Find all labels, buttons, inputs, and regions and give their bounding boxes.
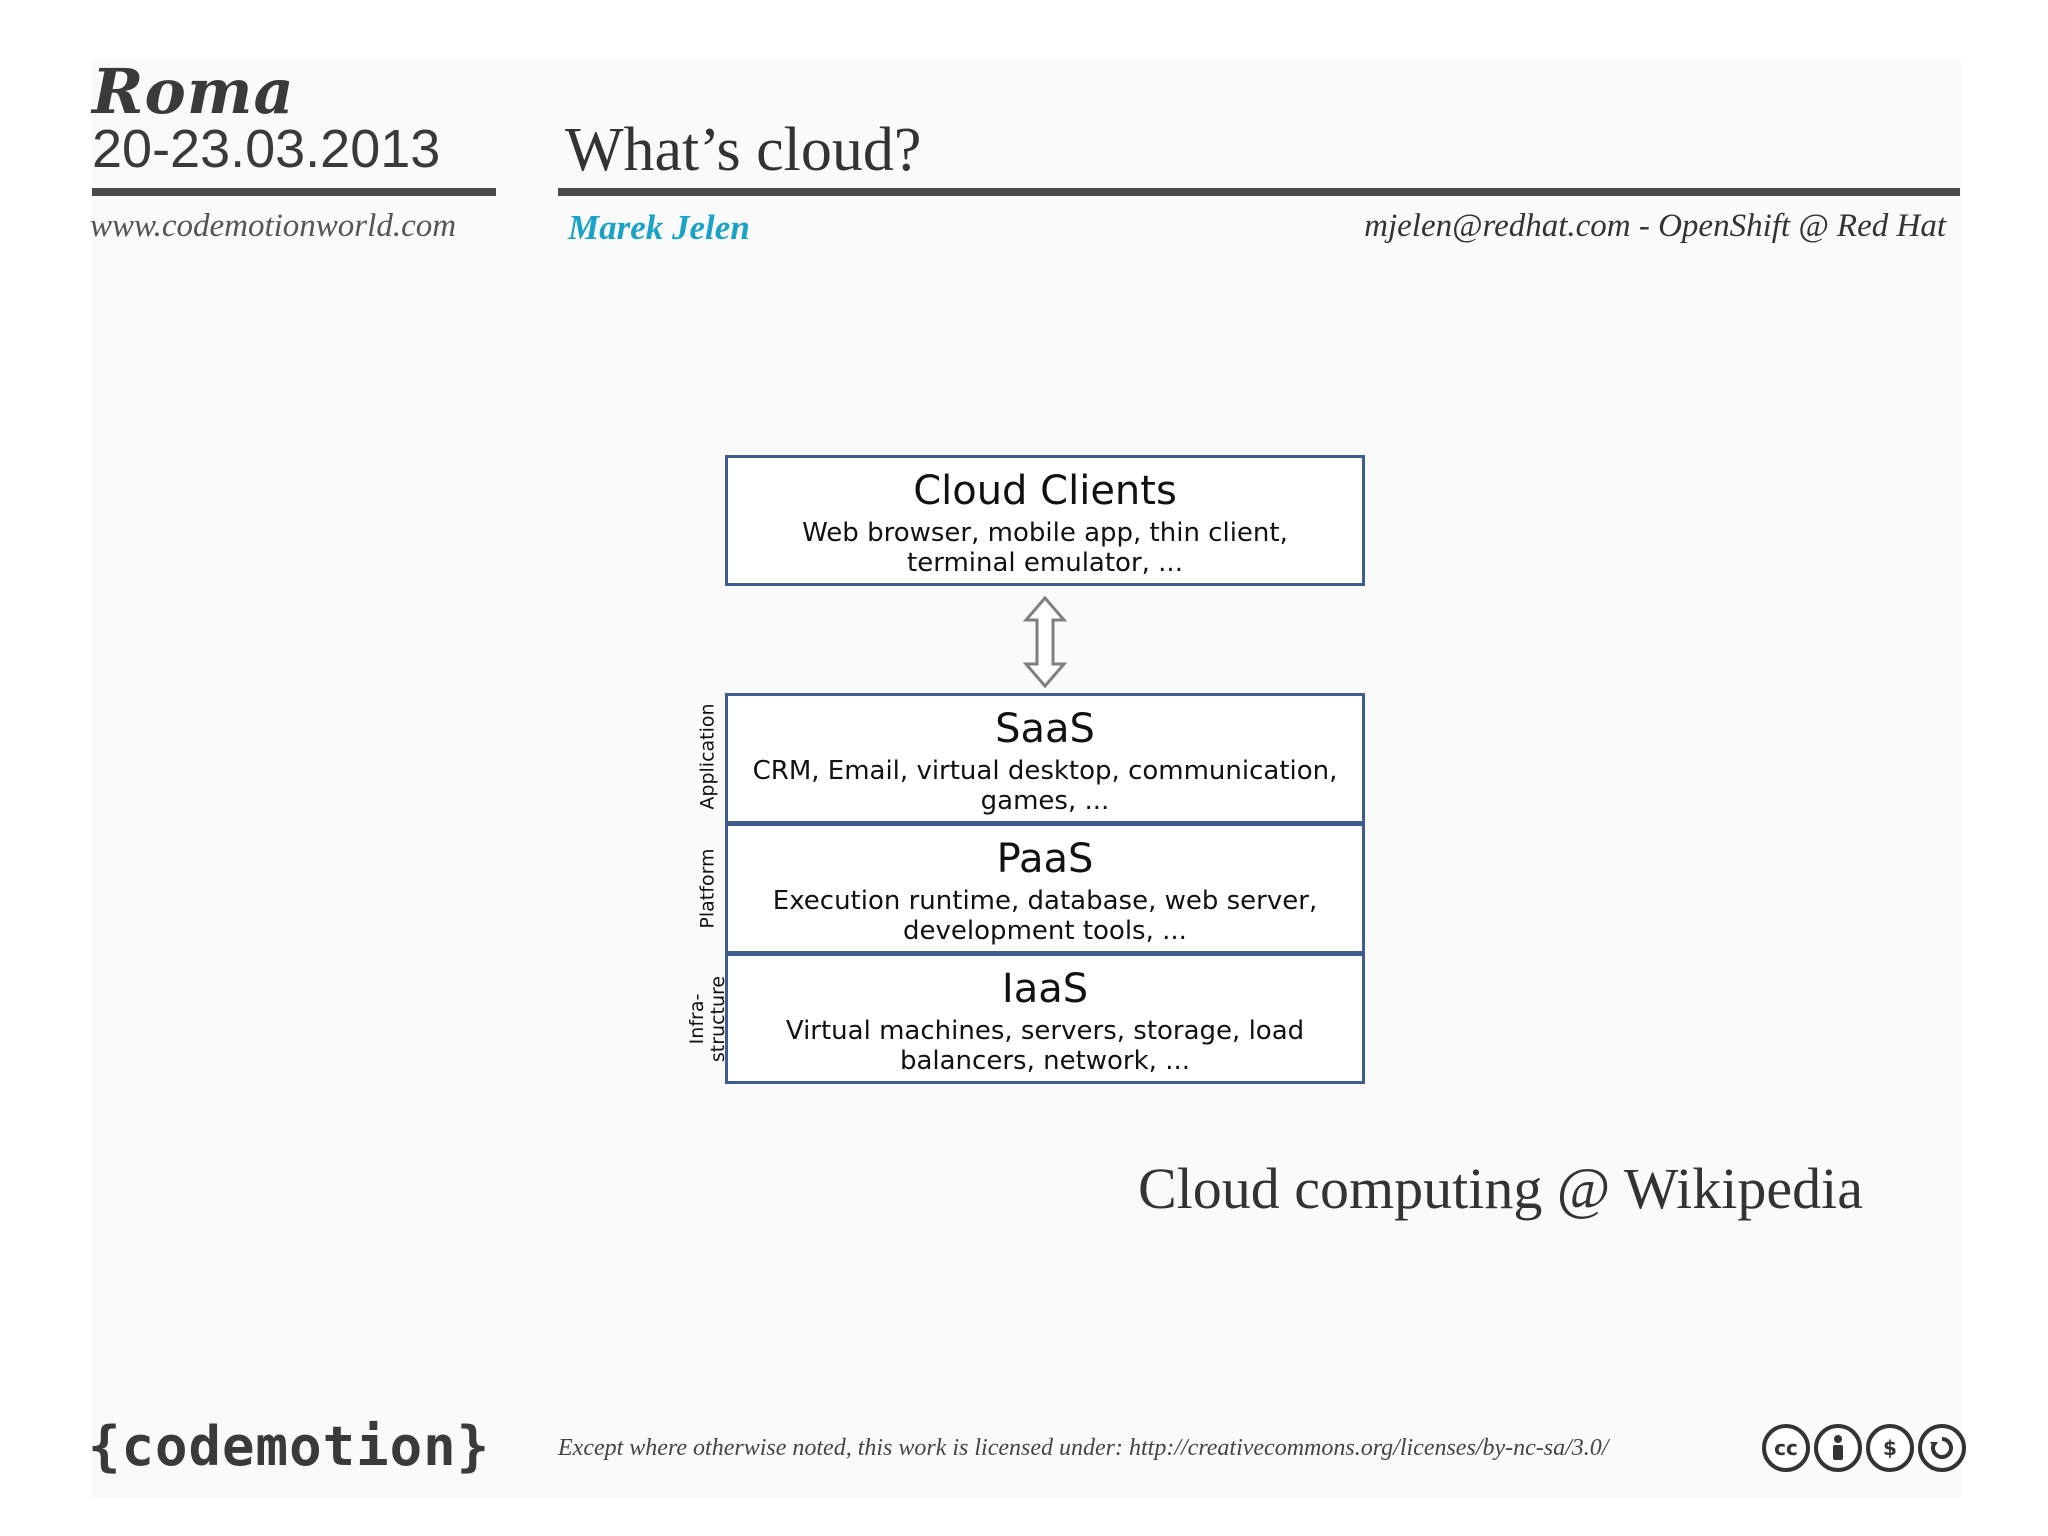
event-city: Roma	[92, 55, 295, 128]
slide-title: What’s cloud?	[565, 116, 922, 184]
paas-title: PaaS	[996, 836, 1094, 882]
infrastructure-layer-label: Infra-structure	[686, 975, 729, 1063]
paas-desc: Execution runtime, database, web server,…	[772, 886, 1318, 946]
event-website: www.codemotionworld.com	[90, 208, 457, 244]
cc-icon: cc	[1762, 1424, 1810, 1472]
source-caption: Cloud computing @ Wikipedia	[1138, 1156, 1863, 1221]
creative-commons-badges: cc $	[1762, 1424, 1966, 1472]
cloud-clients-box: Cloud Clients Web browser, mobile app, t…	[725, 455, 1365, 586]
speaker-contact: mjelen@redhat.com - OpenShift @ Red Hat	[1364, 208, 1946, 244]
iaas-desc: Virtual machines, servers, storage, load…	[785, 1016, 1305, 1076]
application-layer-label: Application	[696, 703, 719, 810]
iaas-box: IaaS Virtual machines, servers, storage,…	[725, 953, 1365, 1084]
double-arrow-icon	[1022, 596, 1068, 688]
license-notice: Except where otherwise noted, this work …	[558, 1435, 1609, 1461]
nc-icon: $	[1866, 1424, 1914, 1472]
saas-desc: CRM, Email, virtual desktop, communicati…	[752, 756, 1338, 816]
iaas-title: IaaS	[1001, 966, 1089, 1012]
header-rule-left	[92, 188, 496, 196]
paas-box: PaaS Execution runtime, database, web se…	[725, 823, 1365, 954]
platform-layer-label: Platform	[696, 848, 719, 929]
cloud-clients-title: Cloud Clients	[913, 468, 1177, 514]
saas-title: SaaS	[995, 706, 1095, 752]
event-dates: 20-23.03.2013	[92, 119, 441, 179]
sa-icon	[1918, 1424, 1966, 1472]
by-icon	[1814, 1424, 1862, 1472]
saas-box: SaaS CRM, Email, virtual desktop, commun…	[725, 693, 1365, 824]
header-rule-right	[558, 188, 1960, 196]
cloud-clients-desc: Web browser, mobile app, thin client, te…	[802, 518, 1288, 578]
codemotion-logo: {codemotion}	[88, 1415, 491, 1478]
speaker-name: Marek Jelen	[568, 208, 750, 247]
